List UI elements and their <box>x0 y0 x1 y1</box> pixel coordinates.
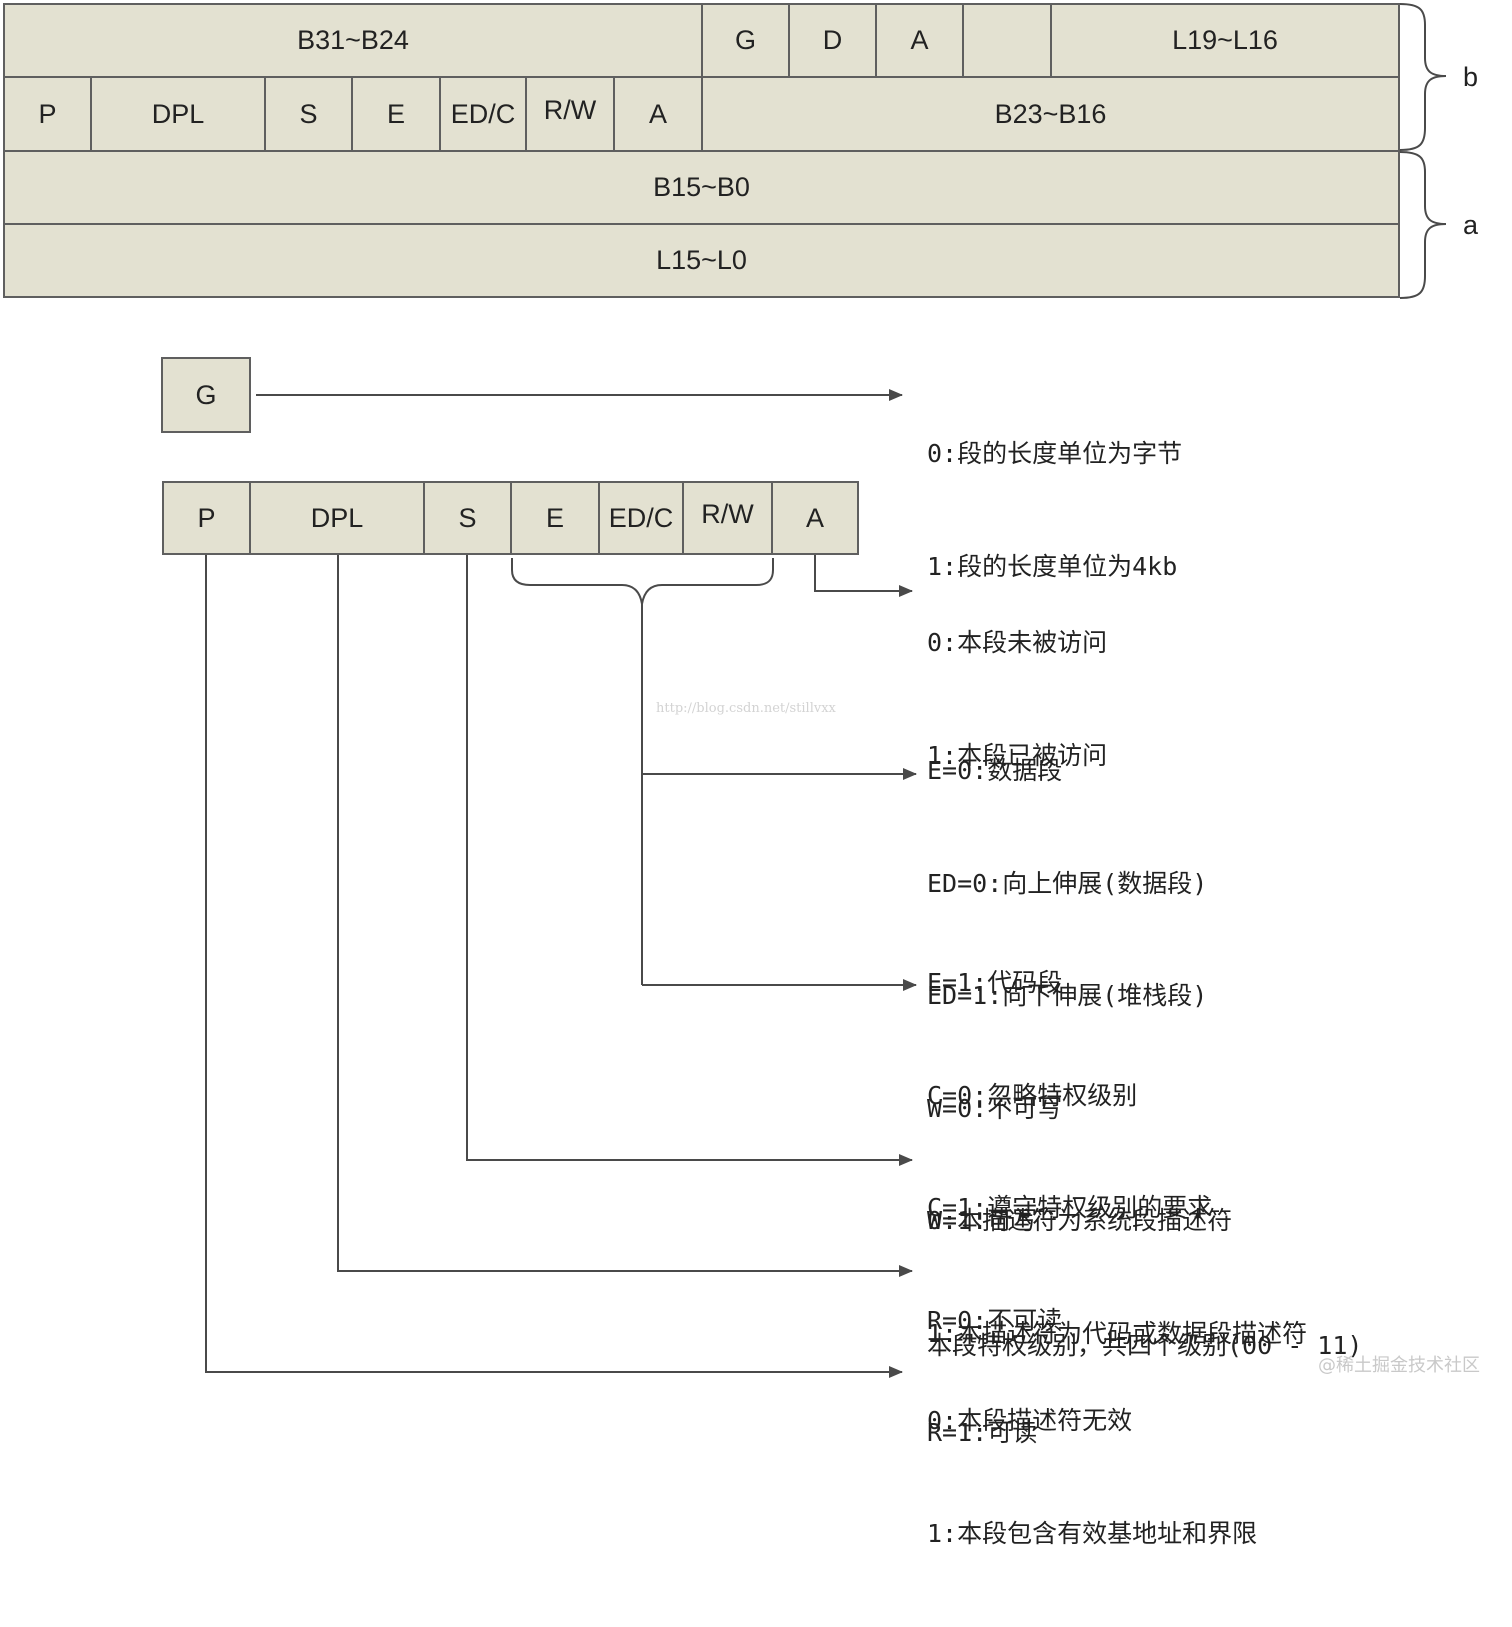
note-line: 0:本段未被访问 <box>927 628 1108 657</box>
note-line: 1:本段包含有效基地址和界限 <box>927 1518 1258 1548</box>
flag-p: P <box>162 481 251 555</box>
note-line: 1:本段已被访问 <box>927 740 1108 770</box>
field-label: D <box>822 25 843 55</box>
field-b31-b24: B31~B24 <box>3 3 703 78</box>
field-label: S <box>458 502 477 533</box>
footer-watermark: @稀土掘金技术社区 <box>1318 1355 1480 1376</box>
field-b23-b16: B23~B16 <box>701 76 1400 152</box>
field-label: B31~B24 <box>297 25 409 55</box>
field-label: S <box>299 98 318 129</box>
field-label: L15~L0 <box>656 245 747 275</box>
field-label: DPL <box>151 98 205 129</box>
field-a2: A <box>613 76 703 152</box>
note-line: 0:本描述符为系统段描述符 <box>927 1206 1233 1235</box>
note-s: 0:本描述符为系统段描述符 1:本描述符为代码或数据段描述符 <box>927 1127 1307 1427</box>
dpl-arrow <box>337 555 913 1277</box>
field-label: A <box>910 25 929 55</box>
field-label: E <box>545 502 564 533</box>
note-line: 1:本描述符为代码或数据段描述符 <box>927 1318 1308 1348</box>
field-label: A <box>805 502 824 533</box>
brace-label-a: a <box>1463 210 1479 240</box>
field-s: S <box>264 76 353 152</box>
flag-rw: R/W <box>682 481 773 555</box>
field-label: G <box>734 25 756 55</box>
brace-b <box>1399 3 1447 151</box>
descriptor-diagram: B31~B24 G D A L19~L16 P DPL S E ED/C R/W… <box>3 3 1480 1548</box>
field-label: G <box>195 379 217 410</box>
field-edc: ED/C <box>439 76 527 152</box>
field-l15-l0: L15~L0 <box>3 223 1400 298</box>
flag-s: S <box>423 481 512 555</box>
field-label: B23~B16 <box>994 98 1107 129</box>
p-arrow <box>205 555 903 1378</box>
note-line: 0:段的长度单位为字节 <box>927 439 1183 468</box>
note-dpl: 本段特权级别，共四个级别(00 - 11) <box>927 1252 1362 1440</box>
note-line: E=0:数据段 <box>927 756 1063 785</box>
note-line: ED=0:向上伸展(数据段) <box>927 868 1208 898</box>
note-line: 0:本段描述符无效 <box>927 1406 1133 1435</box>
flag-e: E <box>510 481 600 555</box>
note-line: R=0:不可读 <box>927 1305 1063 1335</box>
note-p: 0:本段描述符无效 1:本段包含有效基地址和界限 <box>927 1327 1257 1627</box>
note-line: ED=1:向下伸展(堆栈段) <box>927 981 1208 1010</box>
field-d: D <box>788 3 877 78</box>
watermark-text: http://blog.csdn.net/stillvxx <box>656 701 836 716</box>
field-label: P <box>197 502 216 533</box>
note-data-segment: E=0:数据段 ED=0:向上伸展(数据段) ED=1:向下伸展(堆栈段) W=… <box>927 677 1207 1315</box>
field-label: ED/C <box>608 502 674 533</box>
field-label: A <box>648 98 667 129</box>
field-b15-b0: B15~B0 <box>3 150 1400 225</box>
note-line: W=1:可写 <box>927 1206 1038 1235</box>
type-brace <box>511 558 774 605</box>
note-line: 本段特权级别，共四个级别(00 - 11) <box>927 1331 1363 1360</box>
field-label: ED/C <box>450 98 516 129</box>
field-label: P <box>38 98 57 129</box>
s-arrow <box>466 555 913 1166</box>
field-rw: R/W <box>525 76 615 152</box>
field-label: R/W <box>701 498 754 529</box>
connector-lines <box>205 3 1447 1378</box>
flag-dpl: DPL <box>249 481 425 555</box>
field-label: DPL <box>310 502 364 533</box>
note-line: C=0:忽略特权级别 <box>927 1080 1138 1110</box>
note-a: 0:本段未被访问 1:本段已被访问 <box>927 549 1107 849</box>
note-line: C=1:遵守特权级别的要求 <box>927 1193 1213 1222</box>
brace-a <box>1399 151 1447 299</box>
brace-label-b: b <box>1463 62 1479 92</box>
note-g: 0:段的长度单位为字节 1:段的长度单位为4kb <box>927 360 1182 660</box>
flag-edc: ED/C <box>598 481 684 555</box>
flag-a: A <box>771 481 859 555</box>
note-line: E=1:代码段 <box>927 968 1063 997</box>
field-label: L19~L16 <box>1172 25 1278 55</box>
field-label: E <box>386 98 405 129</box>
a-arrow <box>814 555 913 597</box>
note-line: 1:段的长度单位为4kb <box>927 551 1178 581</box>
field-label: R/W <box>543 94 597 125</box>
field-label: B15~B0 <box>653 172 750 202</box>
g-flag-box: G <box>161 357 251 433</box>
note-line: W=0:不可写 <box>927 1093 1063 1123</box>
